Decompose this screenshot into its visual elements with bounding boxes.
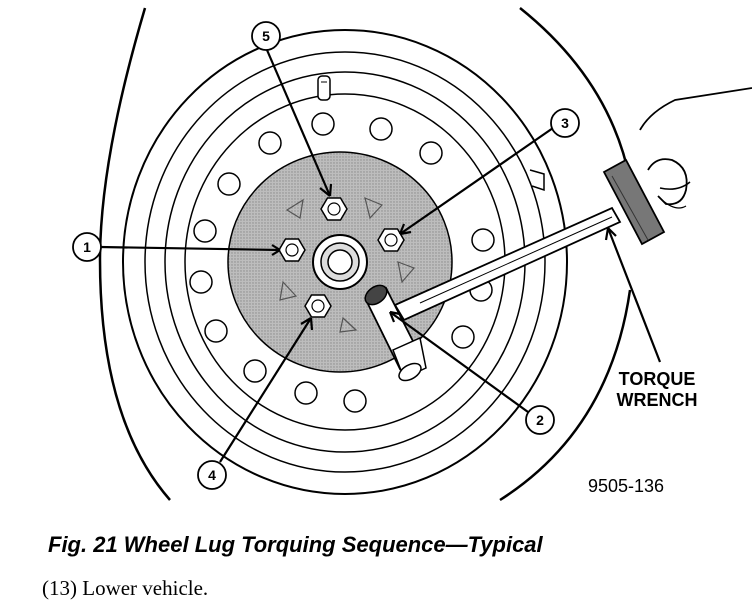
lug-nut-3 bbox=[377, 228, 405, 252]
svg-text:4: 4 bbox=[208, 467, 216, 483]
procedure-step: (13) Lower vehicle. bbox=[42, 576, 209, 600]
torque-wrench-label-line1: TORQUE bbox=[619, 369, 696, 389]
lug-nut-4 bbox=[304, 294, 332, 318]
lug-nut-1 bbox=[278, 238, 306, 262]
torque-wrench bbox=[364, 87, 752, 382]
valve-stem bbox=[317, 75, 331, 101]
wheel-weight-clip bbox=[529, 169, 545, 192]
callout-1: 1 bbox=[72, 232, 102, 262]
figure-caption: Fig. 21 Wheel Lug Torquing Sequence—Typi… bbox=[48, 532, 543, 557]
svg-text:2: 2 bbox=[536, 412, 544, 428]
torque-wrench-label-line2: WRENCH bbox=[617, 390, 698, 410]
tire-sidewall-right bbox=[499, 289, 632, 502]
lug-nuts bbox=[278, 197, 405, 318]
svg-text:1: 1 bbox=[83, 239, 91, 255]
lug-nut-5 bbox=[320, 197, 348, 221]
callout-5: 5 bbox=[251, 21, 281, 51]
rim-vent-holes bbox=[189, 112, 495, 413]
callout-2: 2 bbox=[525, 405, 555, 435]
wheel-lug-illustration: 1 2 3 4 5 TORQUE WRENCH 9505-136 bbox=[72, 7, 752, 502]
svg-text:5: 5 bbox=[262, 28, 270, 44]
tire-sidewall-left bbox=[98, 7, 171, 501]
leader-lines bbox=[99, 49, 662, 463]
svg-text:3: 3 bbox=[561, 115, 569, 131]
callout-4: 4 bbox=[197, 460, 227, 490]
tire-sidewall-top bbox=[519, 7, 632, 181]
figure-id: 9505-136 bbox=[588, 476, 664, 496]
callout-3: 3 bbox=[550, 108, 580, 138]
